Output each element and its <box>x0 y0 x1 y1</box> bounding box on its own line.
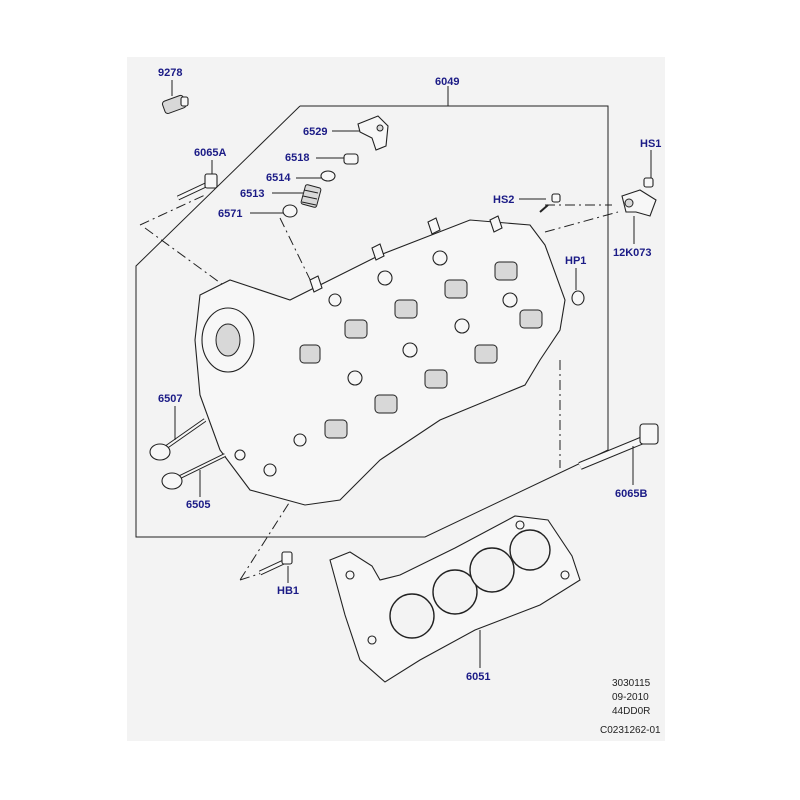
label-hs2: HS2 <box>493 194 514 206</box>
cam-row-lower <box>324 344 498 439</box>
valve-6505 <box>161 453 226 490</box>
retainer-6514 <box>320 170 336 182</box>
plug-hp1 <box>571 290 585 306</box>
meta-line-1: 3030115 <box>612 678 651 689</box>
label-6571: 6571 <box>218 208 242 220</box>
bolt-hb1 <box>258 551 293 576</box>
label-6505: 6505 <box>186 499 210 511</box>
label-6513: 6513 <box>240 188 264 200</box>
label-6049: 6049 <box>435 76 459 88</box>
label-6065b: 6065B <box>615 488 647 500</box>
spring-6513 <box>300 184 322 208</box>
meta-line-3: 44DD0R <box>612 706 650 717</box>
label-6529: 6529 <box>303 126 327 138</box>
label-hp1: HP1 <box>565 255 586 267</box>
label-6507: 6507 <box>158 393 182 405</box>
bolt-hs2 <box>539 193 561 213</box>
cam-row-upper <box>299 261 543 364</box>
lash-adjuster-6518 <box>343 153 359 165</box>
label-6514: 6514 <box>266 172 291 184</box>
label-6065a: 6065A <box>194 147 226 159</box>
label-6051: 6051 <box>466 671 490 683</box>
label-hs1: HS1 <box>640 138 661 150</box>
bolt-6065b <box>578 423 659 470</box>
bolt-6065a <box>176 173 218 201</box>
sensor-9278 <box>161 94 189 114</box>
assembly-frame <box>135 105 609 538</box>
rocker-6529 <box>357 115 389 151</box>
meta-line-2: 09-2010 <box>612 692 649 703</box>
valve-6507 <box>149 418 207 461</box>
label-9278: 9278 <box>158 67 182 79</box>
sensor-12k073 <box>621 177 657 217</box>
cylinder-head <box>194 215 566 506</box>
label-hb1: HB1 <box>277 585 299 597</box>
meta-line-4: C0231262-01 <box>600 725 661 736</box>
head-gasket-6051 <box>329 515 581 683</box>
seal-6571 <box>282 204 298 218</box>
label-6518: 6518 <box>285 152 309 164</box>
label-12k073: 12K073 <box>613 247 652 259</box>
